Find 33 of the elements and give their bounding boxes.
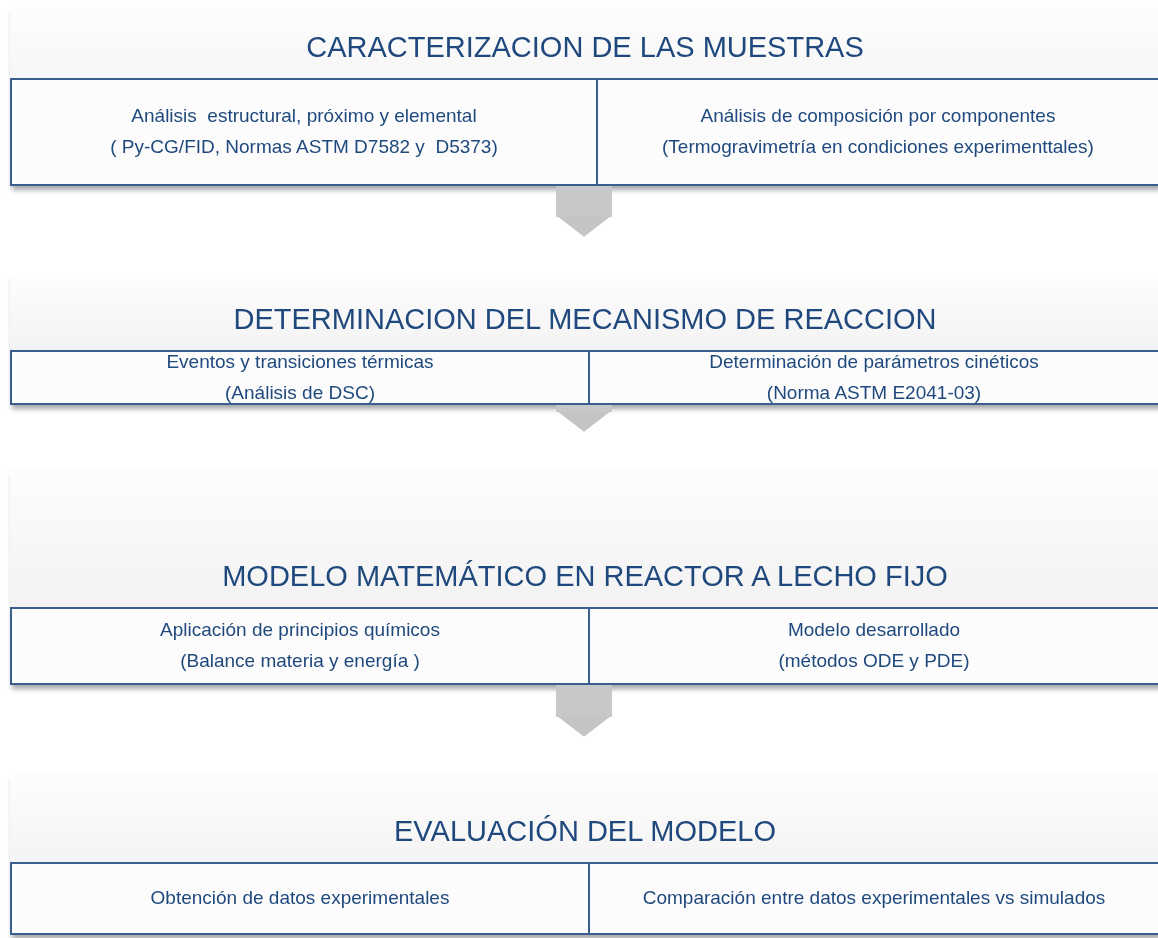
process-box bbox=[10, 78, 598, 186]
stage-heading: DETERMINACION DEL MECANISMO DE REACCION bbox=[233, 303, 937, 336]
process-box bbox=[588, 607, 1158, 685]
process-text: (métodos ODE y PDE) bbox=[778, 650, 970, 673]
stage-panel bbox=[10, 275, 1158, 405]
flow-arrow bbox=[556, 685, 612, 737]
process-text: Eventos y transiciones térmicas bbox=[166, 350, 434, 374]
process-text: (Análisis de DSC) bbox=[225, 381, 375, 405]
process-box bbox=[10, 862, 590, 935]
stage-panel bbox=[10, 775, 1158, 935]
flow-arrow bbox=[556, 186, 612, 237]
process-box bbox=[10, 350, 590, 405]
stage-panel bbox=[10, 8, 1158, 186]
process-text: Obtención de datos experimentales bbox=[150, 887, 450, 910]
process-text: ( Py-CG/FID, Normas ASTM D7582 y D5373) bbox=[110, 136, 498, 159]
process-box bbox=[588, 350, 1158, 405]
process-text: (Termogravimetría en condiciones experimenttales) bbox=[662, 136, 1094, 159]
process-box bbox=[10, 607, 590, 685]
process-text: Modelo desarrollado bbox=[787, 619, 961, 642]
process-text: Análisis estructural, próximo y elemental bbox=[131, 105, 477, 128]
process-text: (Balance materia y energía ) bbox=[180, 650, 420, 673]
stage-heading: EVALUACIÓN DEL MODELO bbox=[394, 815, 776, 848]
stage-panel bbox=[10, 470, 1158, 685]
flow-arrow bbox=[556, 405, 612, 432]
process-text: Aplicación de principios químicos bbox=[160, 619, 440, 642]
process-text: Determinación de parámetros cinéticos bbox=[709, 350, 1039, 374]
process-box bbox=[596, 78, 1158, 186]
stage-heading: CARACTERIZACION DE LAS MUESTRAS bbox=[306, 31, 864, 64]
process-text: Análisis de composición por componentes bbox=[700, 105, 1056, 128]
process-text: (Norma ASTM E2041-03) bbox=[766, 381, 982, 405]
stage-heading: MODELO MATEMÁTICO EN REACTOR A LECHO FIJO bbox=[222, 560, 948, 593]
process-box bbox=[588, 862, 1158, 935]
process-text: Comparación entre datos experimentales vs simulados bbox=[642, 887, 1106, 910]
